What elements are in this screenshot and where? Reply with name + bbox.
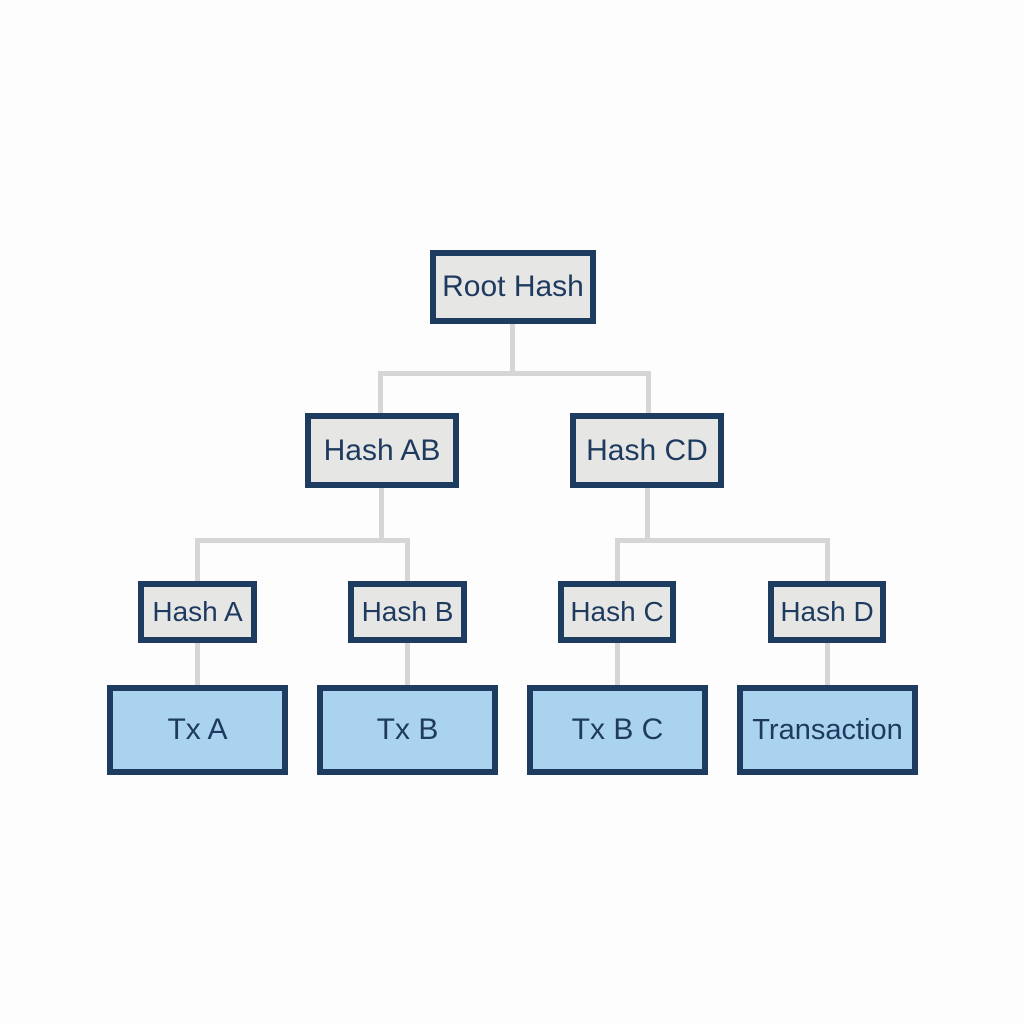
node-hash-c: Hash C [558, 581, 676, 643]
node-root-hash: Root Hash [430, 250, 596, 324]
node-hash-ab-label: Hash AB [323, 433, 441, 467]
node-transaction: Transaction [737, 685, 918, 775]
connector-hash-cd-stem [645, 486, 650, 541]
connector-hash-b-to-tx-b [405, 641, 410, 688]
node-hash-cd: Hash CD [570, 413, 724, 488]
connector-hash-cd-bar [615, 538, 830, 543]
node-tx-b-c-label: Tx B C [571, 713, 664, 746]
connector-hash-ab-bar [195, 538, 410, 543]
node-tx-a-label: Tx A [167, 713, 228, 746]
node-tx-a: Tx A [107, 685, 288, 775]
node-hash-b-label: Hash B [361, 596, 454, 627]
node-transaction-label: Transaction [752, 713, 903, 746]
node-hash-a: Hash A [138, 581, 257, 643]
node-hash-a-label: Hash A [152, 596, 243, 627]
connector-drop-hash-a [195, 538, 200, 584]
node-hash-ab: Hash AB [305, 413, 459, 488]
connector-root-stem [510, 322, 515, 374]
connector-level1-drop-ab [378, 371, 383, 416]
node-root-hash-label: Root Hash [442, 270, 584, 303]
connector-hash-a-to-tx-a [195, 641, 200, 688]
node-hash-b: Hash B [348, 581, 467, 643]
node-tx-b-c: Tx B C [527, 685, 708, 775]
connector-hash-d-to-transaction [825, 641, 830, 688]
connector-level1-drop-cd [646, 371, 651, 416]
connector-drop-hash-d [825, 538, 830, 584]
connector-hash-ab-stem [379, 486, 384, 541]
node-tx-b-label: Tx B [376, 713, 439, 746]
node-hash-d: Hash D [768, 581, 886, 643]
node-hash-cd-label: Hash CD [586, 433, 708, 467]
node-hash-c-label: Hash C [570, 596, 664, 627]
node-hash-d-label: Hash D [780, 596, 874, 627]
connector-drop-hash-b [405, 538, 410, 584]
connector-level1-bar [378, 371, 651, 376]
connector-drop-hash-c [615, 538, 620, 584]
connector-hash-c-to-tx-bc [615, 641, 620, 688]
node-tx-b: Tx B [317, 685, 498, 775]
